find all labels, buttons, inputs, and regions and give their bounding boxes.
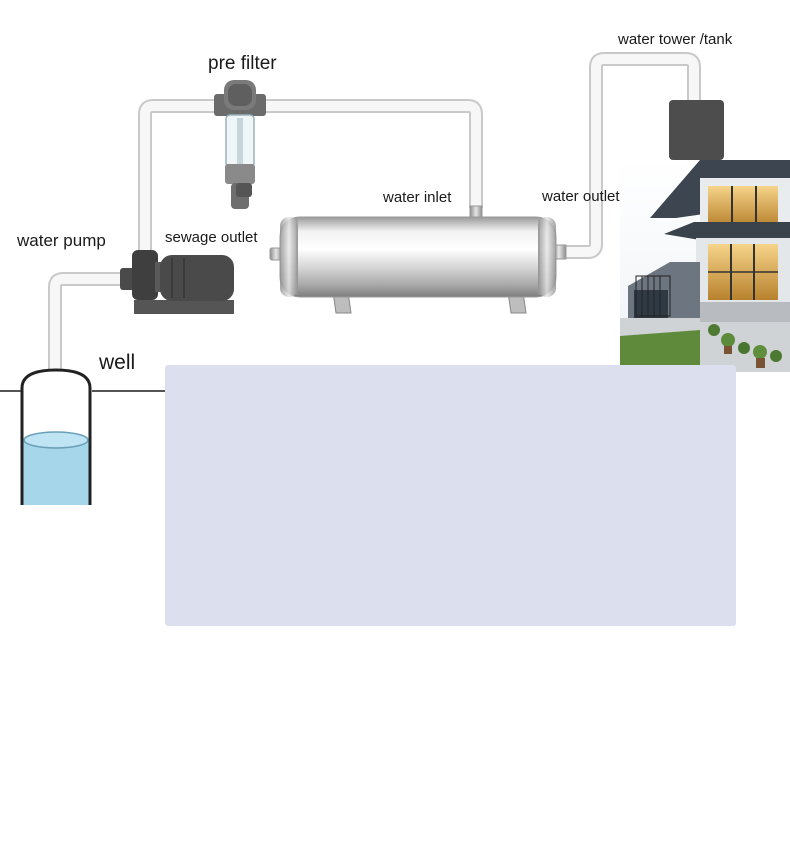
blank-overlay-panel [165, 365, 736, 626]
label-water-inlet: water inlet [383, 189, 452, 206]
stainless-tank [269, 205, 567, 314]
well [20, 368, 92, 505]
well-water [23, 440, 89, 505]
water-pump [120, 250, 234, 314]
label-water-outlet: water outlet [542, 188, 620, 205]
pipe-network [48, 52, 701, 438]
label-well: well [99, 351, 136, 374]
pre-filter [214, 80, 266, 209]
label-pre-filter: pre filter [208, 53, 277, 74]
label-water-tower-tank: water tower /tank [618, 31, 733, 48]
label-sewage-outlet: sewage outlet [165, 229, 258, 246]
label-water-pump: water pump [17, 231, 106, 250]
water-tower-tank-box [669, 100, 724, 160]
house-image [620, 160, 790, 372]
